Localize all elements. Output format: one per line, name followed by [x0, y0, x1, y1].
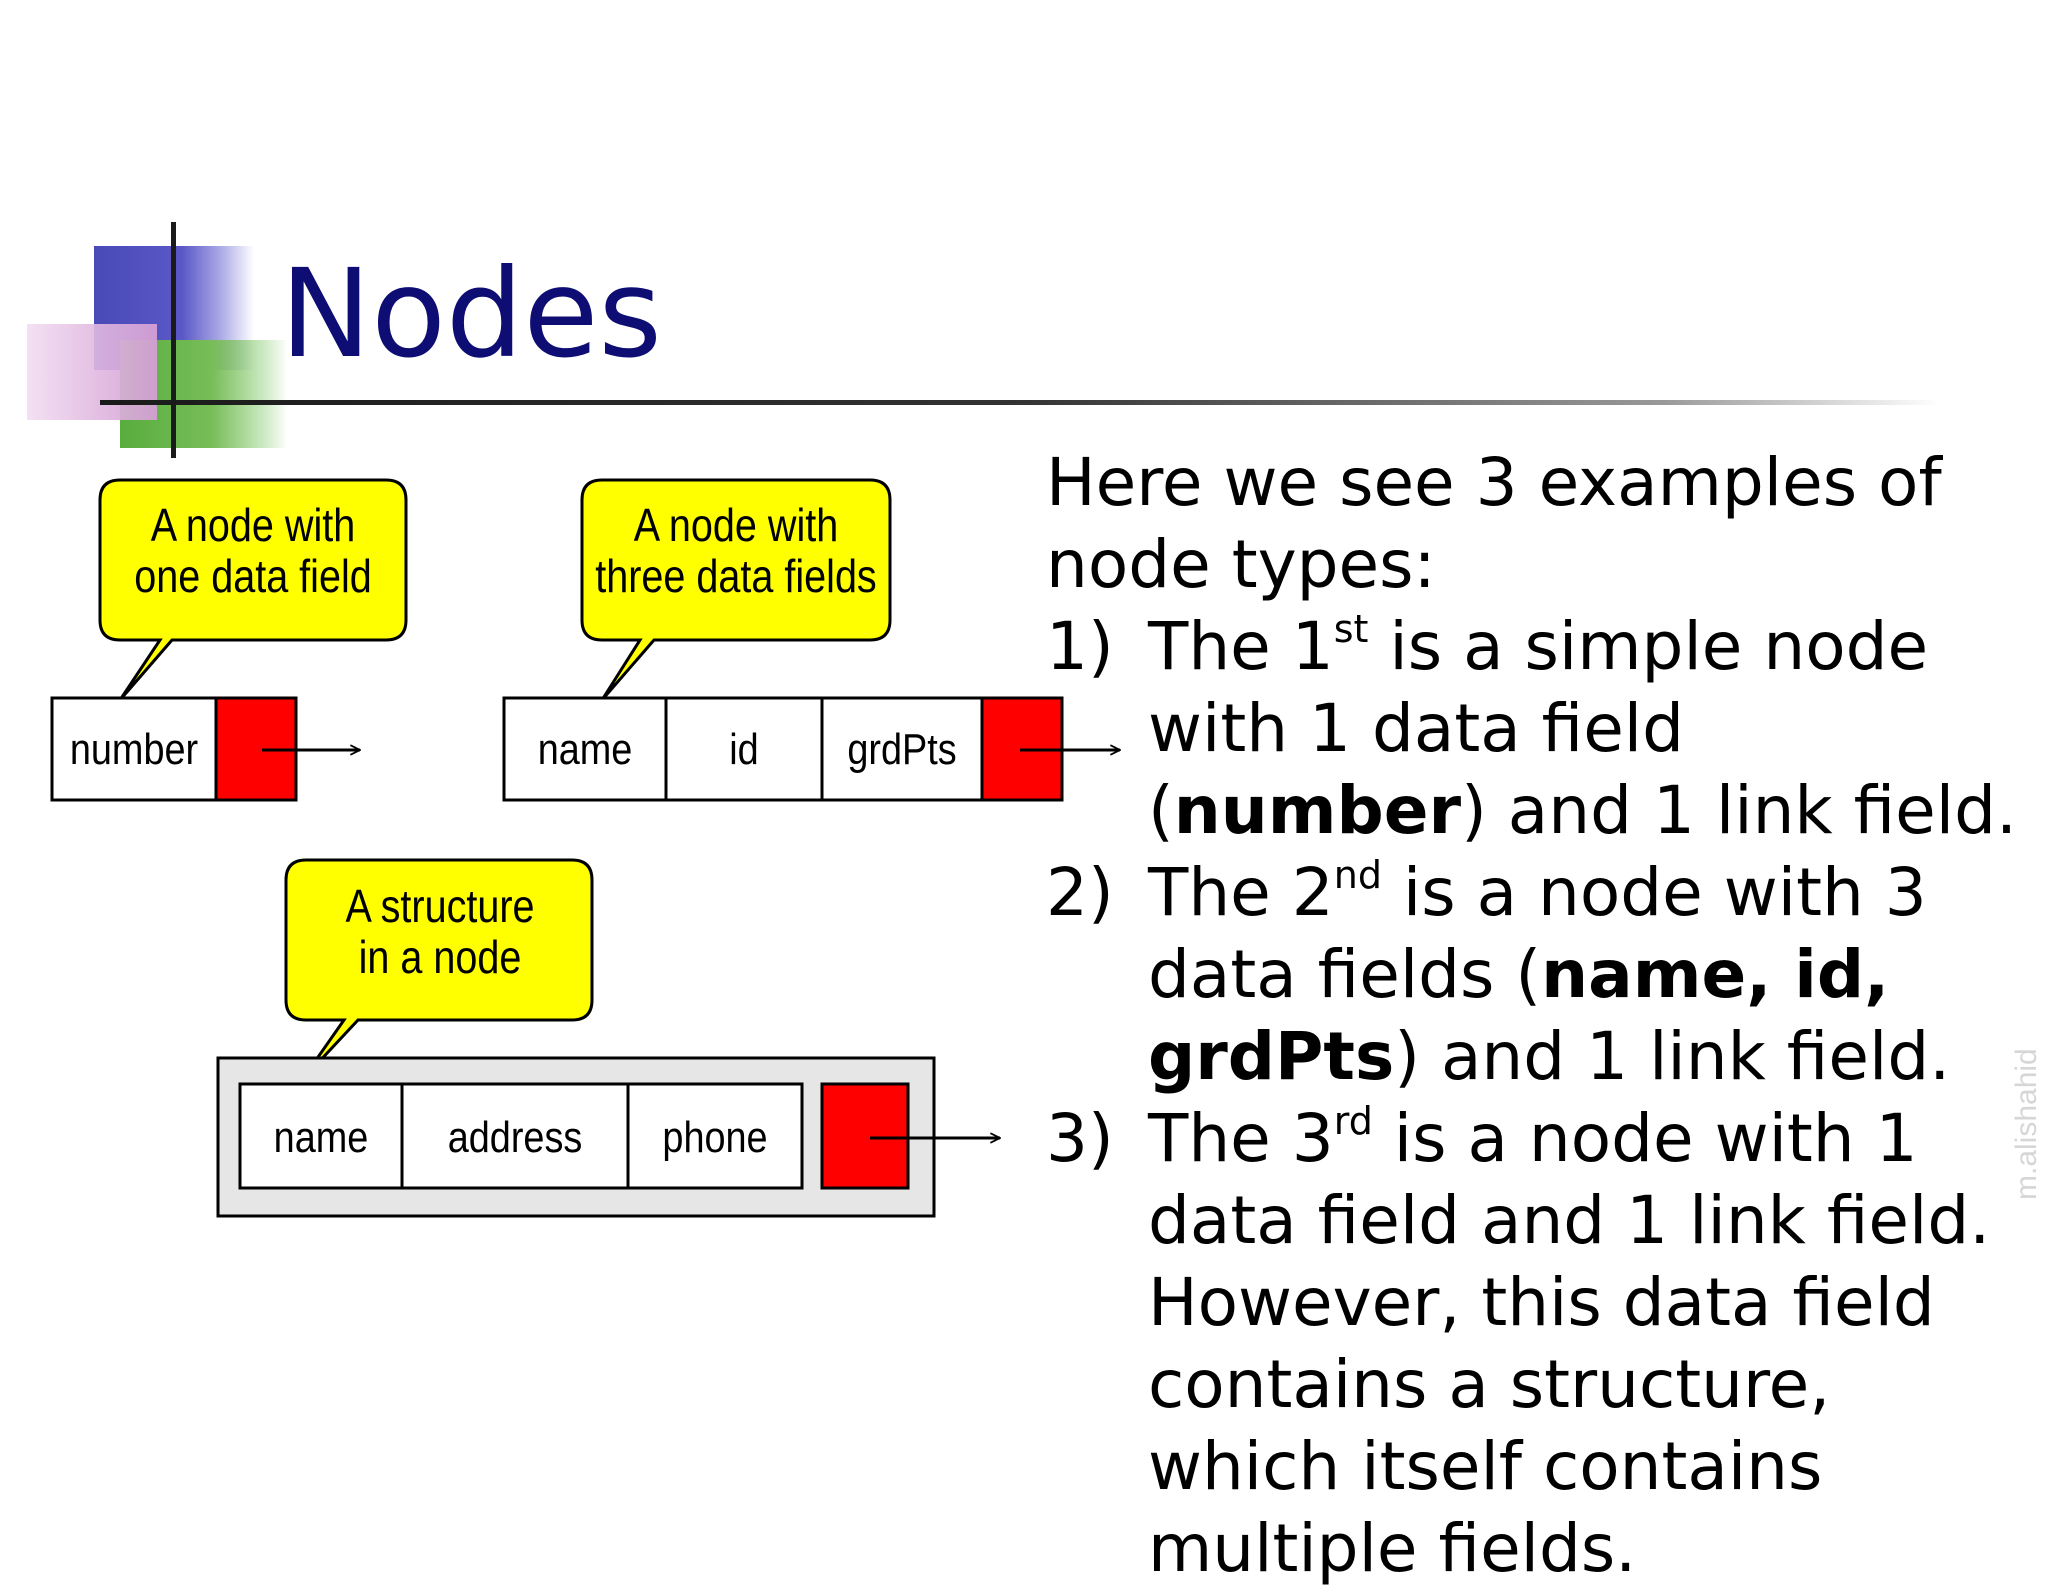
node3-field-address: address — [448, 1112, 583, 1161]
list-item: 1) The 1st is a simple node with 1 data f… — [1046, 606, 2036, 852]
list-item-text: is a node with 1 data field and 1 link f… — [1148, 1100, 1991, 1587]
list-item-text: The 2 — [1148, 854, 1334, 931]
callout-three-line1: A structure — [345, 881, 534, 932]
node3-field-name: name — [274, 1112, 369, 1161]
callout-three-data-fields: A node with three data fields — [580, 478, 892, 701]
callout-two-line2: three data fields — [595, 551, 876, 602]
callout-structure-in-node: A structure in a node — [284, 858, 594, 1082]
callout-one-line2: one data field — [134, 551, 372, 602]
list-item-text: The 1 — [1148, 608, 1334, 685]
title-underline — [100, 400, 1940, 405]
list-item-text: ) and 1 link field. — [1461, 772, 2018, 849]
node3-structure — [238, 1082, 804, 1190]
field-name-bold: name, id, grdPts — [1148, 936, 1890, 1095]
intro-text: Here we see 3 examples of node types: — [1046, 444, 1942, 603]
list-item-text: is a node with 3 data fields ( — [1148, 854, 1927, 1013]
node2-field-name: name — [538, 724, 633, 773]
list-item-text: is a simple node with 1 data field ( — [1148, 608, 1929, 849]
list-item-number: 2) — [1046, 854, 1114, 931]
slide-title: Nodes — [280, 243, 662, 385]
callout-three-line2: in a node — [359, 932, 522, 983]
node-three-data-fields: name id grdPts — [502, 696, 1120, 802]
node-diagram: A node with one data field number A node… — [50, 478, 1140, 1218]
list-item-number: 1) — [1046, 608, 1114, 685]
slide-body-text: Here we see 3 examples of node types: 1)… — [1046, 442, 2036, 1590]
node-one-data-field: number — [50, 696, 360, 802]
title-decoration-vertical-line — [171, 222, 176, 458]
field-name-bold: number — [1173, 772, 1462, 849]
node1-field-number: number — [70, 724, 198, 773]
callout-one-line1: A node with — [151, 500, 355, 551]
callout-one-data-field: A node with one data field — [98, 478, 408, 701]
node2-field-grdpts: grdPts — [847, 724, 956, 773]
node-types-list: 1) The 1st is a simple node with 1 data f… — [1046, 606, 2036, 1590]
node-with-structure: name address phone — [216, 1056, 1000, 1218]
callout-two-line1: A node with — [634, 500, 838, 551]
list-item: 2) The 2nd is a node with 3 data fields (… — [1046, 852, 2036, 1098]
ordinal-suffix: st — [1333, 607, 1369, 651]
list-item-text: The 3 — [1148, 1100, 1334, 1177]
node2-field-id: id — [729, 724, 758, 773]
list-item-text: ) and 1 link field. — [1394, 1018, 1951, 1095]
node3-field-phone: phone — [662, 1112, 767, 1161]
ordinal-suffix: rd — [1333, 1099, 1373, 1143]
list-item: 3) The 3rd is a node with 1 data field an… — [1046, 1098, 2036, 1590]
list-item-number: 3) — [1046, 1100, 1114, 1177]
ordinal-suffix: nd — [1333, 853, 1382, 897]
node3-link-field — [820, 1082, 910, 1190]
